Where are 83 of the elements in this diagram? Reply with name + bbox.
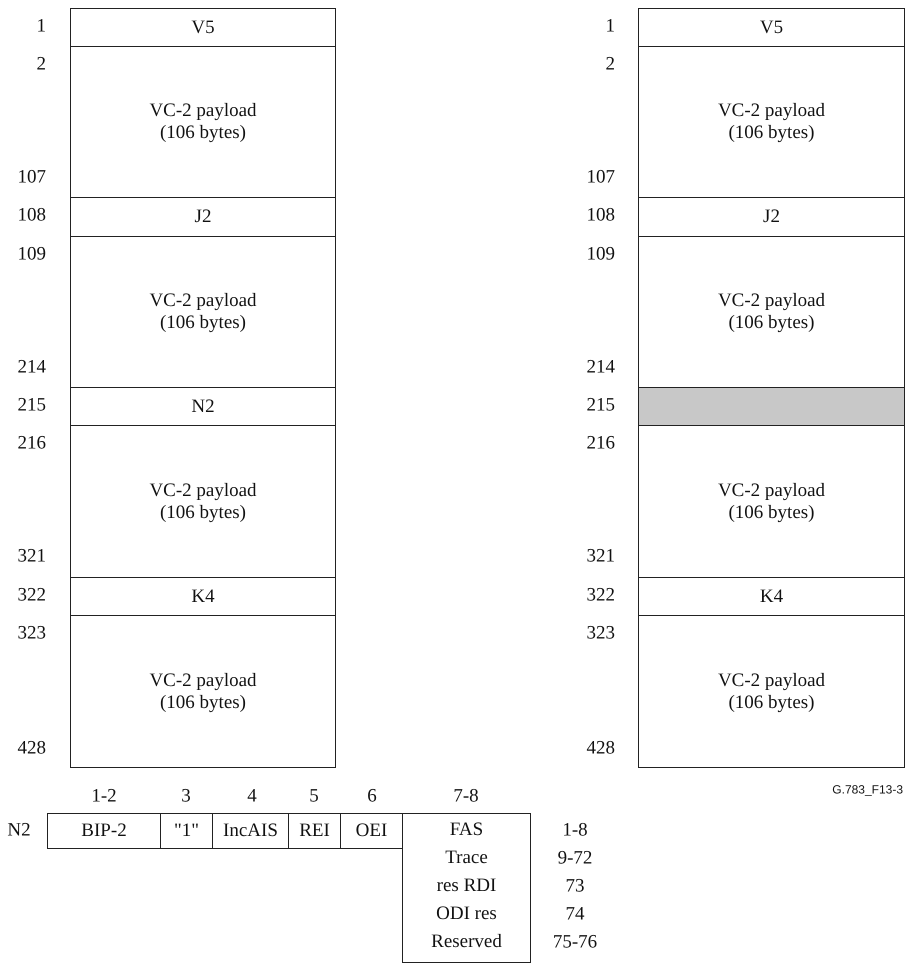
field-cell	[70, 197, 336, 237]
cell-label: "1"	[174, 820, 199, 842]
row-number: 1	[606, 16, 615, 38]
payload-cell	[638, 46, 905, 198]
row-number: 428	[586, 738, 615, 760]
cell-label: IncAIS	[223, 820, 278, 842]
payload-cell	[70, 425, 336, 578]
bit-number: 4	[247, 786, 257, 808]
payload-cell	[638, 425, 905, 578]
cell-label: OEI	[356, 820, 388, 842]
row-number: 107	[18, 168, 46, 188]
row-number: 321	[18, 546, 46, 568]
cell-label: res RDI	[436, 874, 496, 898]
multiframe-byte-number: 73	[566, 876, 584, 898]
row-number: 109	[586, 244, 615, 266]
cell-label: Reserved	[431, 930, 502, 954]
row-number: 321	[586, 546, 615, 568]
row-number: 216	[18, 434, 46, 454]
field-cell	[340, 813, 403, 849]
row-number: 2	[606, 54, 615, 76]
cell-label: VC-2 payload (106 bytes)	[716, 670, 826, 714]
multiframe-byte-number: 74	[566, 904, 584, 926]
bit-number: 3	[181, 786, 191, 808]
cell-label: J2	[763, 206, 780, 228]
multiframe-byte-number: 75-76	[552, 932, 598, 954]
cell-label: FAS	[450, 818, 484, 842]
cell-label: VC-2 payload (106 bytes)	[148, 480, 258, 524]
cell-label: N2	[191, 396, 215, 418]
field-cell	[70, 8, 336, 47]
row-number: 107	[586, 168, 615, 188]
field-cell	[160, 813, 213, 849]
cell-label: REI	[299, 820, 330, 842]
cell-label: ODI res	[436, 902, 497, 926]
row-number: 322	[586, 586, 615, 606]
cell-label: V5	[760, 16, 784, 38]
payload-cell	[70, 615, 336, 768]
figure-id: G.783_F13-3	[832, 783, 903, 797]
multiframe-byte-number: 9-72	[558, 848, 592, 870]
row-number: 1	[36, 16, 46, 38]
row-number: 109	[18, 244, 46, 266]
payload-cell	[638, 615, 905, 768]
row-number: 108	[586, 206, 615, 226]
field-cell	[70, 577, 336, 616]
cell-label: VC-2 payload (106 bytes)	[716, 100, 826, 144]
field-cell	[288, 813, 341, 849]
bit-number: 6	[367, 786, 377, 808]
cell-label: VC-2 payload (106 bytes)	[148, 290, 258, 334]
cell-label: K4	[191, 586, 215, 608]
cell-label: VC-2 payload (106 bytes)	[148, 670, 258, 714]
bit-number: 5	[309, 786, 319, 808]
cell-label: VC-2 payload (106 bytes)	[148, 100, 258, 144]
cell-label: BIP-2	[81, 820, 127, 842]
cell-label: K4	[760, 586, 784, 608]
field-cell	[638, 197, 905, 237]
row-number: 323	[586, 624, 615, 644]
field-cell	[47, 813, 161, 849]
cell-label: J2	[194, 206, 212, 228]
row-number: 215	[586, 396, 615, 416]
row-number: 428	[18, 738, 46, 760]
row-number: 214	[586, 358, 615, 378]
cell-label: Trace	[445, 846, 488, 870]
row-number: 2	[36, 54, 46, 76]
field-cell	[70, 387, 336, 426]
row-number: 323	[18, 624, 46, 644]
multiframe-byte-number: 1-8	[562, 820, 588, 842]
row-number: 216	[586, 434, 615, 454]
payload-cell	[70, 46, 336, 198]
bit-number: 1-2	[91, 786, 117, 808]
cell-label: VC-2 payload (106 bytes)	[716, 480, 826, 524]
cell-label: VC-2 payload (106 bytes)	[716, 290, 826, 334]
row-number: 214	[18, 358, 46, 378]
payload-cell	[70, 236, 336, 388]
bit-number: 7-8	[453, 786, 479, 808]
byte-name: N2	[7, 820, 31, 842]
row-number: 322	[18, 586, 46, 606]
field-cell	[638, 8, 905, 47]
field-cell	[638, 577, 905, 616]
multiframe-cell	[402, 813, 531, 963]
row-number: 215	[18, 396, 46, 416]
shaded-cell	[638, 387, 905, 426]
row-number: 108	[18, 206, 46, 226]
field-cell	[212, 813, 289, 849]
cell-label: V5	[191, 16, 215, 38]
